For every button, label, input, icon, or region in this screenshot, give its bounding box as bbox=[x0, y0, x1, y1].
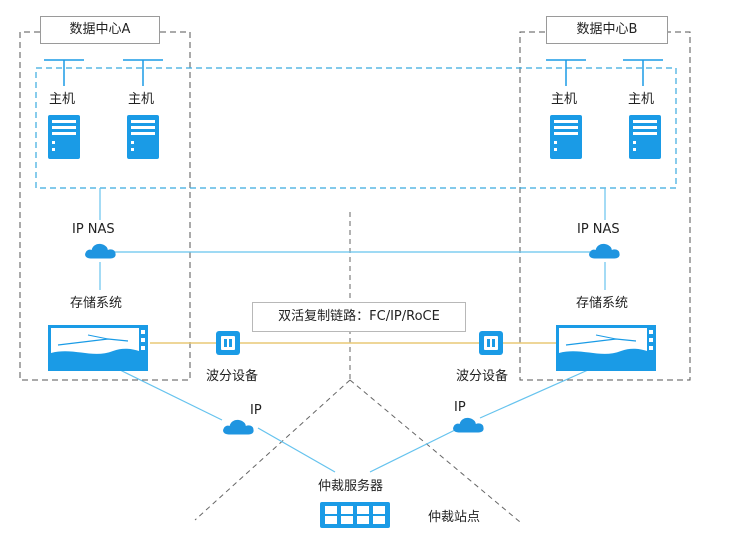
server-icon bbox=[127, 115, 159, 159]
storage-label: 存储系统 bbox=[70, 296, 123, 311]
ip-cloud-icon bbox=[453, 417, 484, 433]
replication-link-label: 双活复制链路：FC/IP/RoCE bbox=[252, 302, 466, 332]
datacenter-b-title: 数据中心B bbox=[546, 16, 668, 44]
site-divider-line bbox=[194, 379, 351, 521]
host-label: 主机 bbox=[128, 92, 155, 107]
wdm-label: 波分设备 bbox=[456, 369, 509, 384]
host-label: 主机 bbox=[551, 92, 578, 107]
server-icon bbox=[48, 115, 80, 159]
arbitration-server-icon bbox=[320, 502, 390, 528]
ip-label: IP bbox=[454, 400, 466, 415]
network-links bbox=[99, 188, 606, 473]
ip-label: IP bbox=[250, 403, 262, 418]
nas-cloud-icon bbox=[85, 243, 116, 259]
ip-cloud-icon bbox=[223, 419, 254, 435]
wdm-label: 波分设备 bbox=[206, 369, 259, 384]
site-divider-line bbox=[349, 379, 521, 523]
wdm-device-icon bbox=[479, 331, 503, 355]
storage-system-icon bbox=[48, 325, 148, 371]
storage-system-icon bbox=[556, 325, 656, 371]
host-cluster-outline bbox=[35, 67, 677, 189]
datacenter-a-title: 数据中心A bbox=[40, 16, 160, 44]
server-icon bbox=[550, 115, 582, 159]
host-label: 主机 bbox=[49, 92, 76, 107]
datacenter-a-outline bbox=[19, 31, 191, 381]
host-connectors bbox=[44, 59, 663, 86]
datacenter-b-outline bbox=[519, 31, 691, 381]
nas-label: IP NAS bbox=[577, 222, 620, 237]
arbitration-site-label: 仲裁站点 bbox=[428, 510, 481, 525]
nas-cloud-icon bbox=[589, 243, 620, 259]
nas-label: IP NAS bbox=[72, 222, 115, 237]
server-icon bbox=[629, 115, 661, 159]
wdm-device-icon bbox=[216, 331, 240, 355]
host-label: 主机 bbox=[628, 92, 655, 107]
storage-label: 存储系统 bbox=[576, 296, 629, 311]
arbitration-server-label: 仲裁服务器 bbox=[318, 479, 384, 494]
